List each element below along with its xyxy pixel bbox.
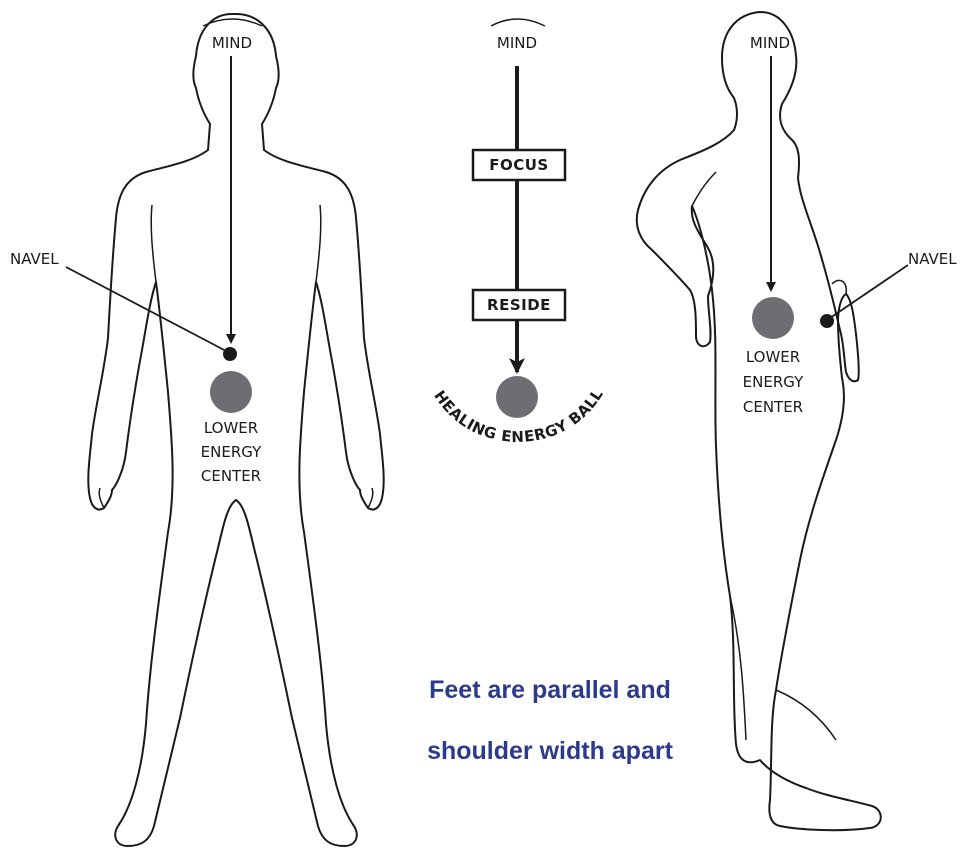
reside-label: RESIDE (487, 296, 551, 314)
side-energy-ball (752, 297, 794, 339)
side-center-label-line1: LOWER (746, 348, 800, 366)
caption-line-2: shoulder width apart (360, 737, 740, 766)
caption-line-1: Feet are parallel and (360, 676, 740, 705)
side-navel-dot (820, 314, 834, 328)
front-navel-dot (223, 347, 237, 361)
front-center-label-line1: LOWER (204, 419, 258, 437)
side-center-label-line2: ENERGY (743, 373, 804, 391)
focus-label: FOCUS (489, 156, 549, 174)
side-mind-label: MIND (750, 34, 790, 52)
side-body-outline (637, 12, 881, 830)
front-mind-label: MIND (212, 34, 252, 52)
side-navel-pointer (830, 265, 908, 318)
front-navel-pointer (66, 267, 228, 352)
side-navel-label: NAVEL (908, 250, 957, 268)
side-center-label-line3: CENTER (743, 398, 803, 416)
front-center-label-line2: ENERGY (201, 443, 262, 461)
front-energy-ball (210, 371, 252, 413)
side-body-figure (637, 12, 881, 830)
healing-energy-ball (496, 376, 538, 418)
front-center-label-line3: CENTER (201, 467, 261, 485)
middle-mind-label: MIND (497, 34, 537, 52)
front-navel-label: NAVEL (10, 250, 59, 268)
middle-head-arc (491, 19, 545, 26)
